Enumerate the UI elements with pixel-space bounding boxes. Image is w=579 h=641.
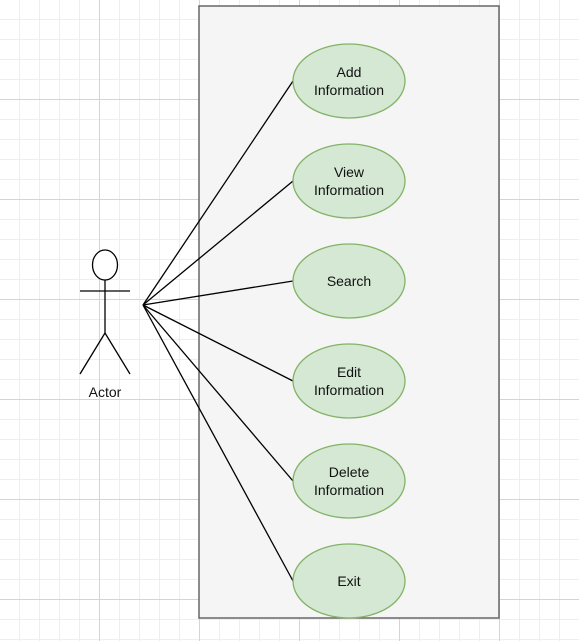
usecase-label-view-information: Information — [314, 182, 384, 198]
usecase-label-search: Search — [327, 273, 371, 289]
usecase-exit[interactable]: Exit — [292, 543, 406, 619]
actor[interactable]: Actor — [79, 249, 131, 400]
actor-head — [91, 249, 119, 281]
usecase-label-edit-information: Information — [314, 382, 384, 398]
use-cases: AddInformationViewInformationSearchEditI… — [292, 43, 406, 619]
usecase-label-edit-information: Edit — [337, 364, 361, 380]
usecase-ellipse-add-information — [292, 43, 406, 119]
usecase-ellipse-view-information — [292, 143, 406, 219]
usecase-search[interactable]: Search — [292, 243, 406, 319]
actor-left-leg — [79, 332, 106, 375]
usecase-ellipse-search — [292, 243, 406, 319]
associations — [142, 80, 294, 582]
usecase-label-view-information: View — [334, 164, 365, 180]
actor-figure-icon — [79, 249, 131, 375]
association-line-exit — [142, 304, 294, 582]
association-line-view-information — [142, 180, 294, 306]
usecase-label-exit: Exit — [337, 573, 360, 589]
association-line-delete-information — [142, 304, 294, 482]
usecase-label-delete-information: Delete — [329, 464, 370, 480]
usecase-ellipse-exit — [292, 543, 406, 619]
actor-right-leg — [104, 332, 131, 375]
usecase-ellipse-edit-information — [292, 343, 406, 419]
usecase-label-add-information: Information — [314, 82, 384, 98]
association-line-edit-information — [142, 304, 294, 382]
association-line-add-information — [142, 80, 294, 306]
usecase-ellipse-delete-information — [292, 443, 406, 519]
actor-label: Actor — [89, 384, 122, 400]
association-line-search — [142, 280, 294, 306]
usecase-label-add-information: Add — [337, 64, 362, 80]
usecase-label-delete-information: Information — [314, 482, 384, 498]
